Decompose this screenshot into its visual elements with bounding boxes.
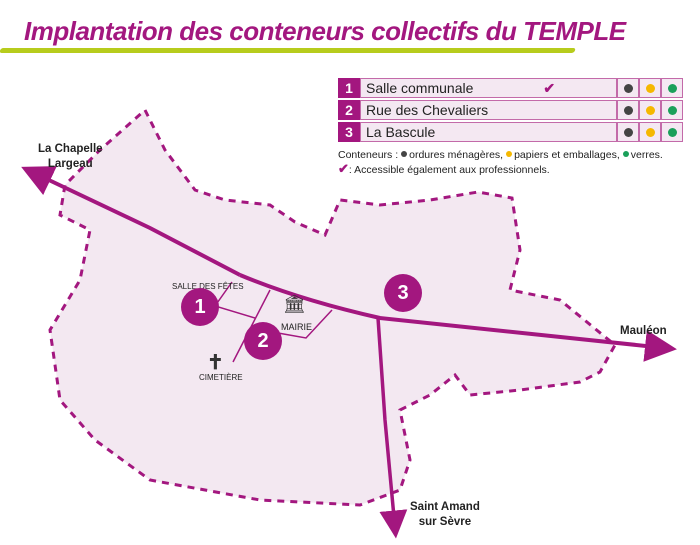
legend-papiers: papiers et emballages, [514, 149, 620, 161]
page-title: Implantation des conteneurs collectifs d… [24, 16, 626, 46]
table-row: 1 Salle communale ✔ [338, 78, 683, 98]
ordures-dot-icon [623, 84, 633, 93]
site-name: La Bascule [360, 122, 617, 142]
check-icon: ✔ [543, 79, 556, 96]
check-icon: ✔ [338, 161, 349, 176]
verres-dot-icon [667, 84, 677, 93]
papiers-dot-icon [645, 84, 655, 93]
site-number: 2 [338, 100, 360, 120]
dest-line: Largeau [47, 158, 93, 170]
legend-ordures: ordures ménagères, [409, 149, 504, 161]
site-name: Rue des Chevaliers [360, 100, 617, 120]
legend-pro-note: : Accessible également aux professionnel… [348, 164, 550, 176]
verres-dot-icon [667, 106, 677, 115]
dest-line: sur Sèvre [418, 516, 472, 528]
site-name: Salle communale [366, 79, 474, 96]
legend-prefix: Conteneurs : [338, 149, 399, 161]
verres-dot-icon [622, 151, 629, 157]
road-south [376, 317, 408, 539]
main-road [21, 166, 241, 277]
cimetiere-label: CIMETIÈRE [199, 373, 243, 382]
destination-saint-amand: Saint Amand sur Sèvre [410, 500, 480, 530]
legend-notes: Conteneurs : ordures ménagères, papiers et… [338, 148, 663, 177]
ordures-dot-icon [623, 128, 633, 137]
site-number: 1 [338, 78, 360, 98]
papiers-dot-icon [506, 151, 513, 157]
pro-legend: ✔: Accessible également aux professionne… [338, 162, 663, 177]
town-hall-icon: 🏛 [283, 294, 306, 314]
dest-line: Saint Amand [410, 501, 480, 513]
main-road-east [239, 273, 677, 362]
site-marker-1[interactable]: 1 [181, 288, 219, 326]
site-marker-2[interactable]: 2 [244, 322, 282, 360]
salle-des-fetes-label: SALLE DES FÊTES [172, 282, 244, 291]
destination-mauleon: Mauléon [620, 325, 667, 337]
ordures-dot-icon [401, 151, 408, 157]
container-legend: Conteneurs : ordures ménagères, papiers et… [338, 148, 663, 162]
papiers-dot-icon [645, 106, 655, 115]
ordures-dot-icon [623, 106, 633, 115]
legend-verres: verres. [630, 149, 663, 161]
dest-line: La Chapelle [38, 143, 103, 155]
mairie-label: MAIRIE [281, 322, 313, 332]
cross-icon: ✝ [207, 352, 224, 374]
papiers-dot-icon [645, 128, 655, 137]
site-marker-3[interactable]: 3 [384, 274, 422, 312]
site-number: 3 [338, 122, 360, 142]
site-name-cell: Salle communale ✔ [360, 78, 617, 98]
verres-dot-icon [667, 128, 677, 137]
